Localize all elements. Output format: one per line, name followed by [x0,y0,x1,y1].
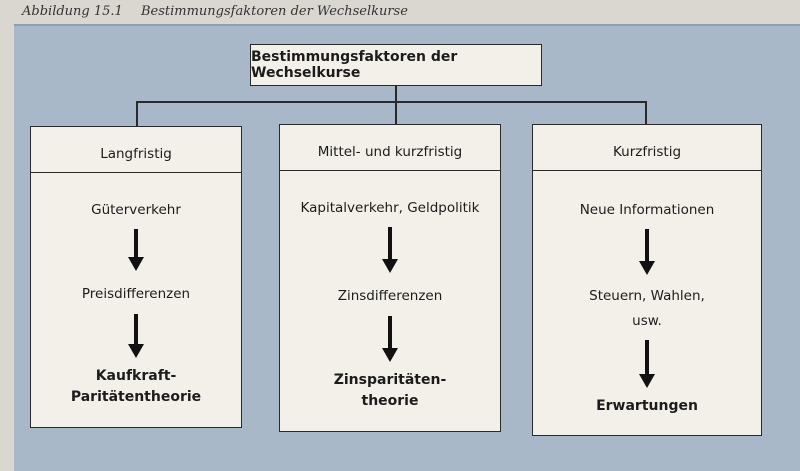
result-line: theorie [361,393,419,410]
column-header-mid-short-term: Mittel- und kurzfristig [280,125,500,171]
result-purchasing-power: Kaufkraft- Paritätentheorie [71,366,201,408]
figure-caption: Abbildung 15.1 Bestimmungsfaktoren der W… [22,4,408,19]
result-line: Paritätentheorie [70,389,202,406]
step-line: Steuern, Wahlen, [589,287,705,304]
root-label: Bestimmungsfaktoren der Wechselkurse [251,49,458,81]
step-capital-monetary: Kapitalverkehr, Geldpolitik [300,200,480,216]
arrow-down-icon [382,226,398,273]
figure-number: Abbildung 15.1 [22,4,123,19]
column-long-term: Langfristig Güterverkehr Preisdifferenze… [30,126,242,428]
column-header-short-term: Kurzfristig [533,125,761,171]
arrow-down-icon [128,228,144,271]
column-mid-short-term: Mittel- und kurzfristig Kapitalverkehr, … [279,124,501,432]
arrow-down-icon [639,228,655,275]
connector-horizontal [136,101,646,103]
step-taxes-elections: Steuern, Wahlen, usw. [589,287,705,332]
step-price-differences: Preisdifferenzen [81,285,191,302]
arrow-down-icon [382,316,398,363]
connector-middle-down [395,101,397,125]
result-line: Zinsparitäten- [333,372,447,389]
root-box: Bestimmungsfaktoren der Wechselkurse [250,44,542,86]
column-short-term: Kurzfristig Neue Informationen Steuern, … [532,124,762,436]
step-goods-trade: Güterverkehr [91,202,181,218]
arrow-down-icon [128,314,144,359]
connector-right-down [645,101,647,125]
arrow-down-icon [639,339,655,388]
connector-root-down [395,86,397,102]
figure-title: Bestimmungsfaktoren der Wechselkurse [140,4,408,19]
result-interest-parity: Zinsparitäten- theorie [334,370,447,412]
connector-left-down [136,101,138,127]
column-header-long-term: Langfristig [31,127,241,173]
step-line: usw. [632,313,662,330]
result-expectations: Erwartungen [596,397,698,414]
result-line: Kaufkraft- [95,368,177,385]
step-new-information: Neue Informationen [579,202,715,218]
step-interest-differences: Zinsdifferenzen [337,287,443,304]
